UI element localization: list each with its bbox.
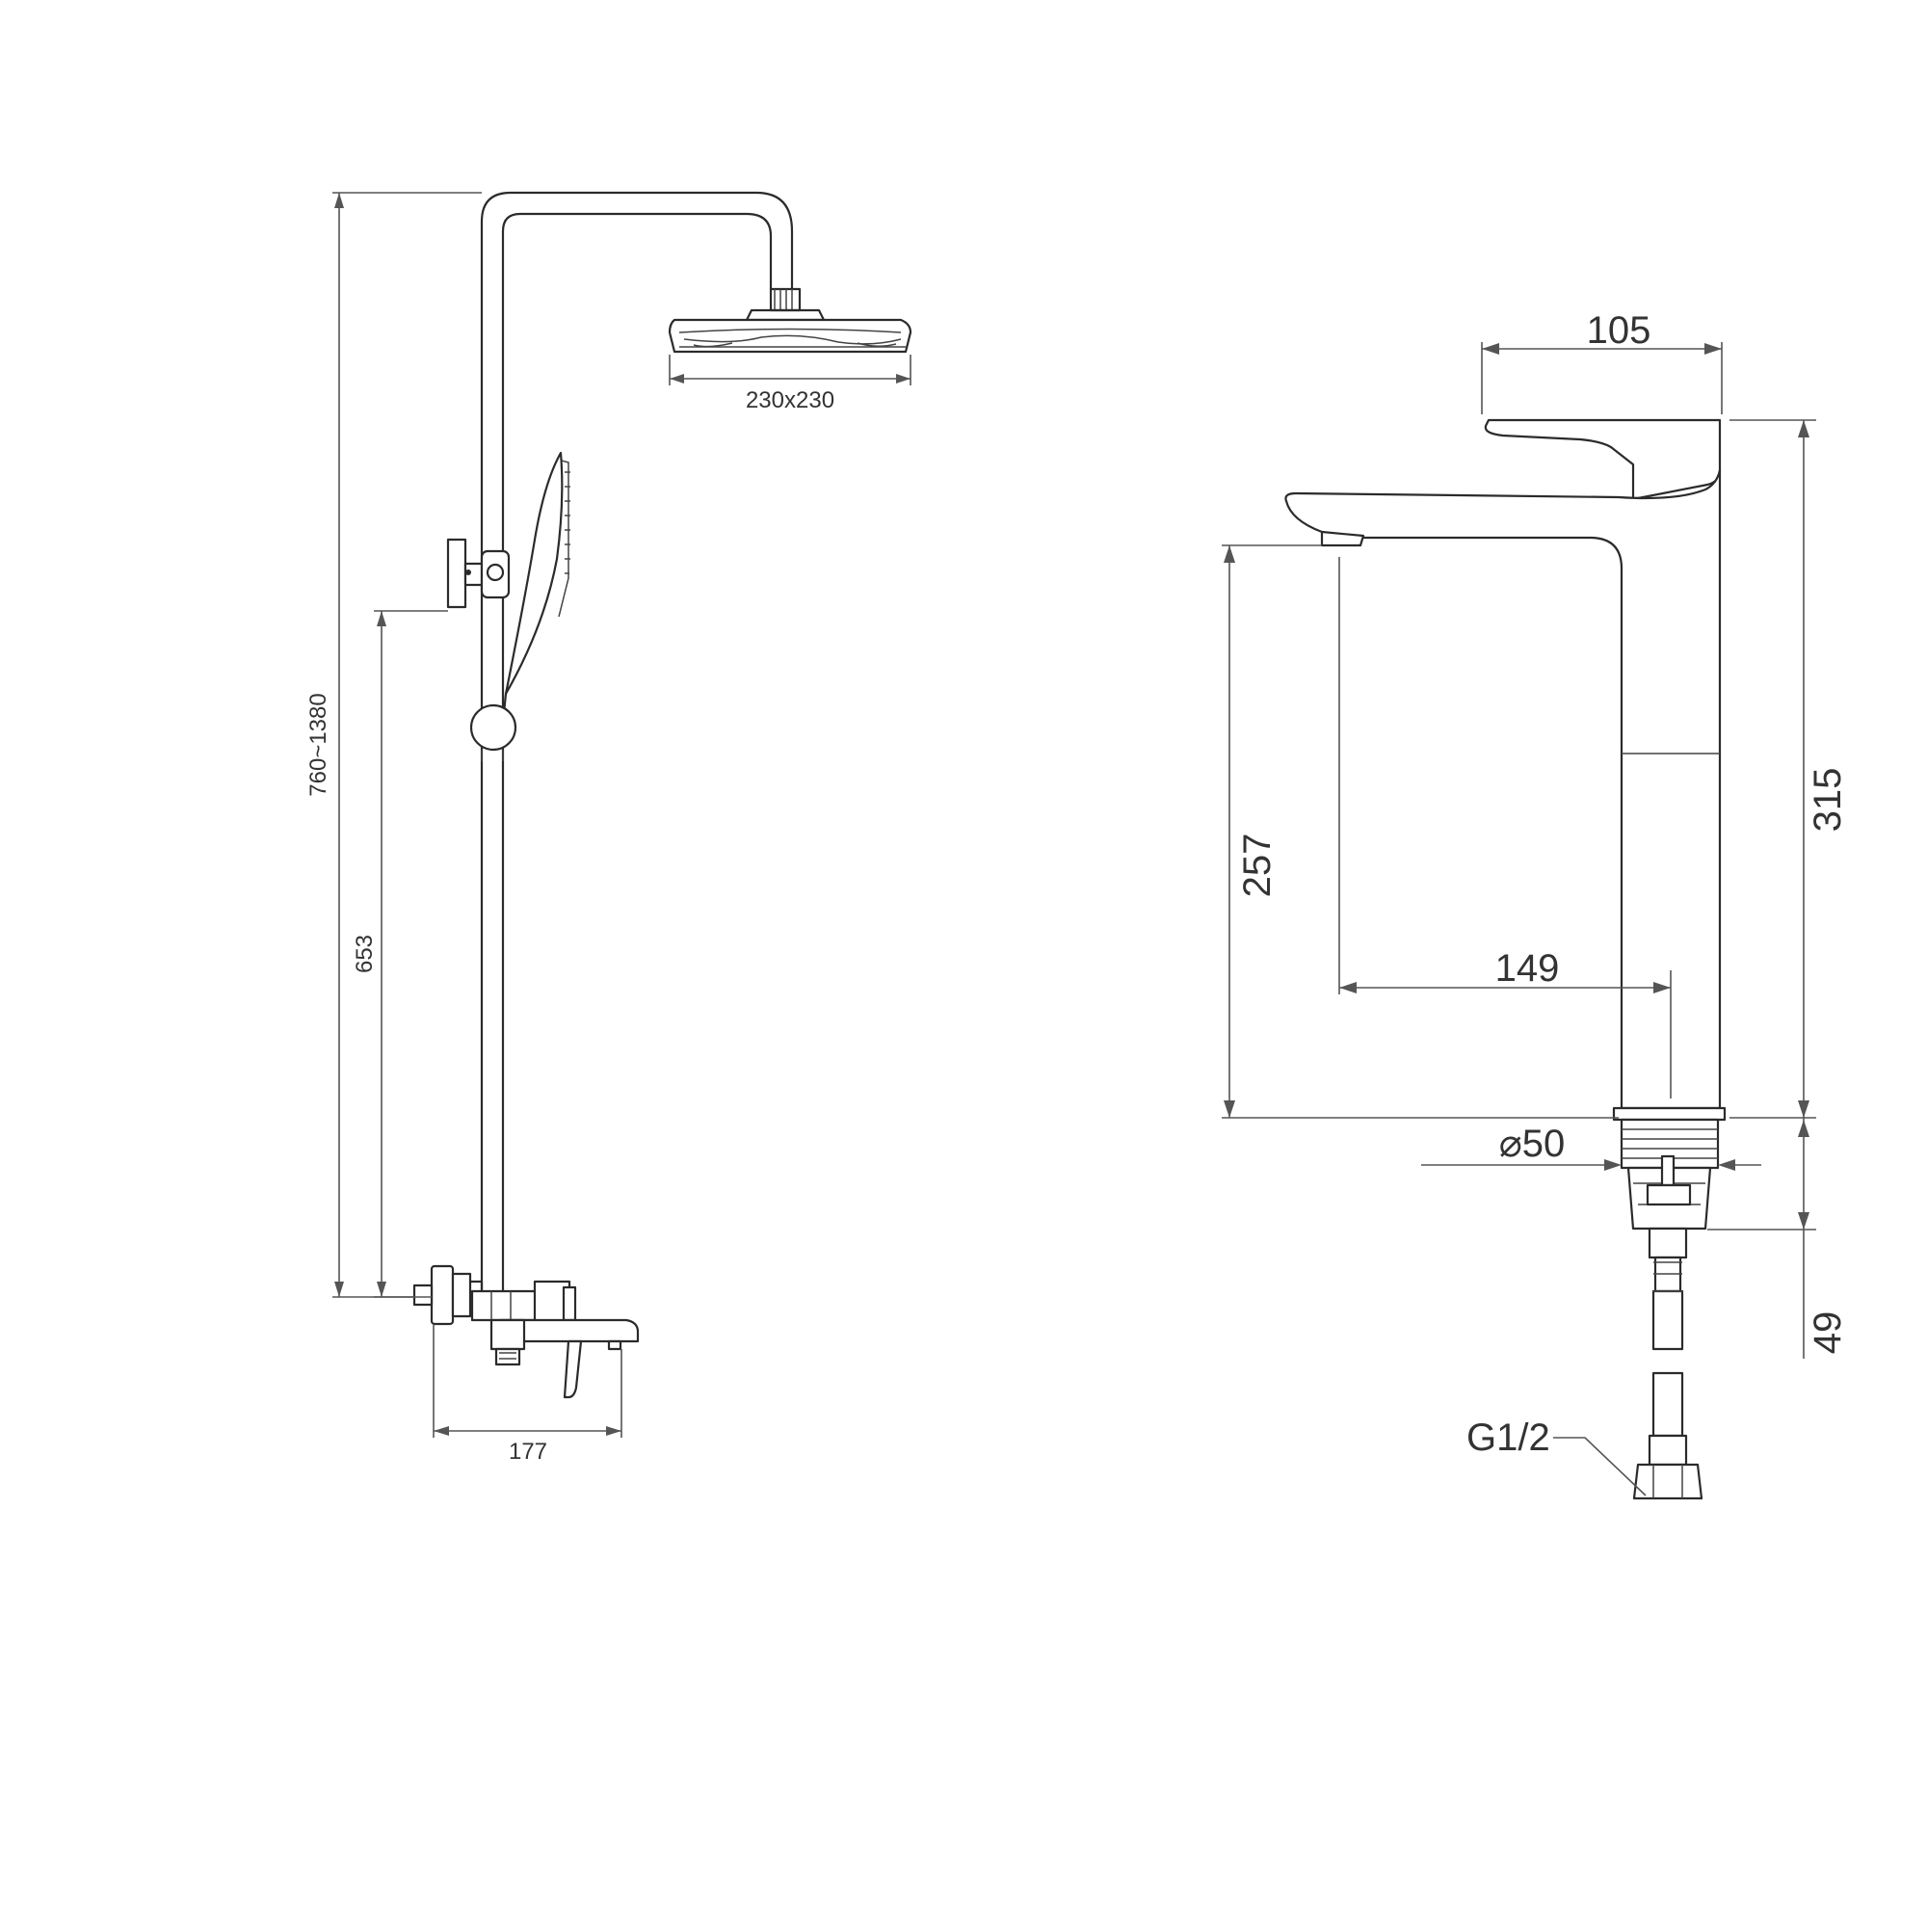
mixer-body (1284, 468, 1722, 1110)
bar-height-label: 653 (352, 935, 378, 973)
total-height-label: 760~1380 (305, 693, 331, 796)
mixer-handle (1484, 418, 1722, 501)
handle-width-dimension (1481, 342, 1723, 414)
spout-length-dimension (433, 1325, 622, 1438)
connection-leader (1553, 1437, 1647, 1496)
shower-column-drawing: 230x230 (305, 191, 912, 1465)
mixer-base-ring (1612, 1106, 1727, 1122)
bath-mixer (412, 1264, 640, 1399)
deck-thickness-dimension (1707, 1118, 1816, 1359)
total-height-dimension (332, 192, 482, 1298)
hand-shower-holder (446, 538, 511, 609)
mounting-hardware (1626, 1154, 1712, 1500)
spout-length-label: 177 (509, 1439, 547, 1465)
spout-height-dimension (1222, 544, 1619, 1119)
base-diameter-label: ⌀50 (1499, 1123, 1566, 1165)
head-size-label: 230x230 (746, 387, 834, 413)
bar-height-dimension (374, 610, 448, 1298)
connection-label: G1/2 (1466, 1416, 1550, 1459)
base-diameter-dimension (1421, 1159, 1761, 1171)
mixer-height-label: 315 (1807, 768, 1849, 833)
hand-shower (502, 451, 570, 715)
deck-thickness-label: 49 (1807, 1311, 1849, 1355)
spout-reach-label: 149 (1495, 947, 1560, 990)
spout-reach-dimension (1338, 557, 1672, 1098)
handle-width-label: 105 (1587, 309, 1651, 352)
head-size-dimension (669, 355, 911, 385)
shower-riser-pipe (480, 191, 794, 1293)
basin-mixer-drawing: 105 315 257 149 ⌀50 (1222, 309, 1849, 1500)
slide-knob (469, 703, 517, 752)
rain-shower-head (668, 318, 912, 354)
mixer-height-dimension (1729, 419, 1816, 1119)
spout-height-label: 257 (1236, 834, 1279, 898)
